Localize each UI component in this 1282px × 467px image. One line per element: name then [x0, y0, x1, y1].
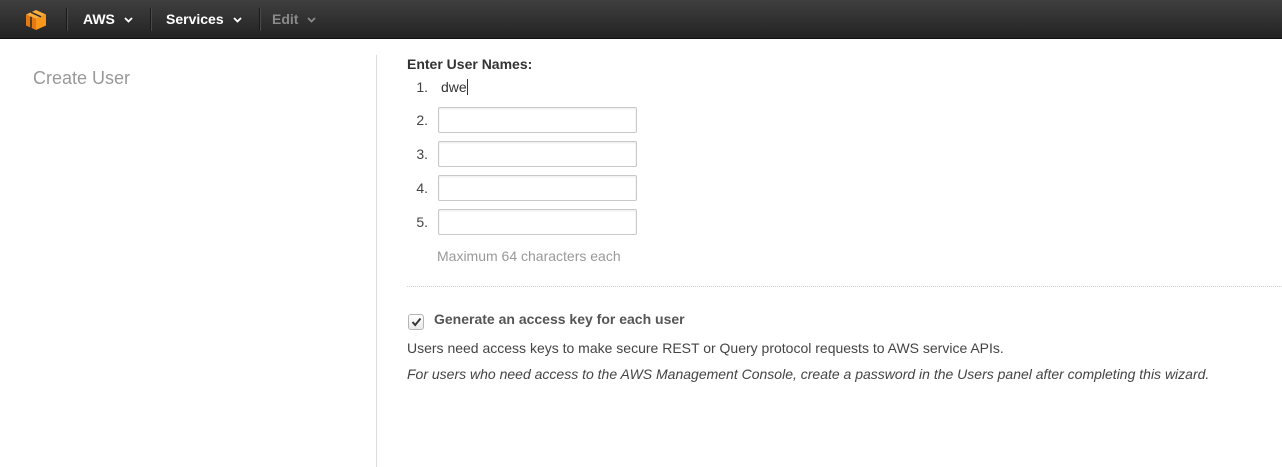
- nav-services-menu[interactable]: Services: [166, 0, 242, 39]
- user-name-field-3[interactable]: [438, 141, 637, 167]
- access-key-description: Users need access keys to make secure RE…: [407, 340, 1004, 356]
- user-names-heading: Enter User Names:: [407, 56, 533, 72]
- aws-cube-icon[interactable]: [25, 9, 47, 31]
- row-number-4: 4.: [416, 180, 428, 196]
- top-nav-bar: AWS Services Edit: [0, 0, 1282, 39]
- user-name-field-5[interactable]: [438, 209, 637, 235]
- nav-services-label: Services: [166, 11, 224, 27]
- nav-separator: [259, 8, 260, 31]
- user-name-field-2[interactable]: [438, 107, 637, 133]
- nav-separator: [150, 8, 151, 31]
- row-number-1: 1.: [416, 79, 428, 95]
- nav-edit-label: Edit: [272, 11, 299, 27]
- vertical-divider: [376, 55, 377, 467]
- generate-access-key-label[interactable]: Generate an access key for each user: [434, 311, 685, 327]
- nav-aws-label: AWS: [83, 11, 115, 27]
- max-length-hint: Maximum 64 characters each: [437, 248, 621, 264]
- row-number-5: 5.: [416, 214, 428, 230]
- nav-separator: [66, 8, 67, 31]
- row-number-2: 2.: [416, 112, 428, 128]
- chevron-down-icon: [124, 0, 133, 38]
- row-number-3: 3.: [416, 146, 428, 162]
- nav-edit-menu: Edit: [272, 0, 317, 39]
- page-title: Create User: [33, 68, 131, 88]
- user-name-value-1: dwe: [441, 79, 467, 95]
- chevron-down-icon: [232, 0, 242, 38]
- console-password-note: For users who need access to the AWS Man…: [407, 366, 1210, 382]
- section-divider: [407, 286, 1282, 287]
- checkmark-icon: [411, 317, 422, 327]
- user-name-field-4[interactable]: [438, 175, 637, 201]
- generate-access-key-checkbox[interactable]: [408, 314, 424, 330]
- text-cursor: [466, 79, 468, 95]
- chevron-down-icon: [307, 0, 317, 38]
- nav-aws-menu[interactable]: AWS: [83, 0, 133, 39]
- user-name-field-1[interactable]: dwe: [441, 79, 468, 95]
